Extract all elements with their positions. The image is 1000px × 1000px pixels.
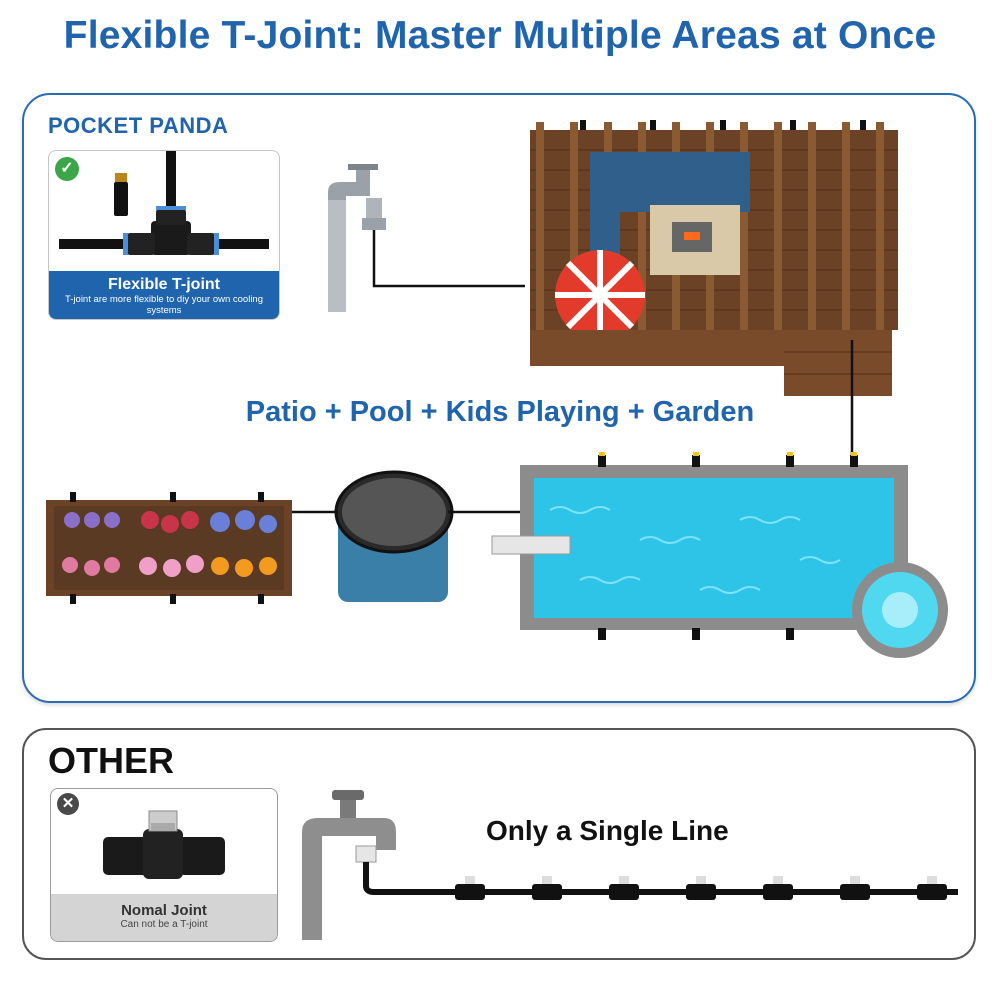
trampoline: [334, 470, 454, 602]
brand-logo: POCKET PANDA: [48, 113, 229, 138]
nozzle-icon: [455, 884, 947, 900]
single-line-label: Only a Single Line: [486, 815, 729, 846]
normal-joint-title: Nomal Joint: [121, 902, 207, 919]
tjoint-description: T-joint are more flexible to diy your ow…: [64, 294, 263, 316]
tjoint-caption: Flexible T-joint T-joint are more flexib…: [49, 271, 279, 319]
other-title: OTHER: [48, 740, 174, 781]
areas-label: Patio + Pool + Kids Playing + Garden: [245, 396, 755, 428]
patio-deck: [530, 122, 898, 396]
headline: Flexible T-Joint: Master Multiple Areas …: [63, 14, 937, 57]
normal-joint-caption: Nomal Joint Can not be a T-joint: [51, 894, 277, 941]
garden-bed: [46, 500, 292, 596]
normal-joint-image: [103, 810, 225, 879]
nozzle-icon: [70, 120, 866, 640]
normal-joint-card: ✕ Nomal Joint Can not be a T-joint: [50, 788, 278, 942]
tjoint-card: ✓ Flexible T-joint T-joint are more flex…: [48, 150, 280, 320]
x-icon: ✕: [57, 793, 79, 815]
normal-joint-desc: Can not be a T-joint: [120, 919, 208, 930]
pool: [491, 465, 948, 658]
tjoint-title: Flexible T-joint: [107, 276, 220, 293]
check-icon: ✓: [55, 157, 79, 181]
faucet-icon: [302, 790, 396, 940]
faucet-icon: [328, 164, 386, 312]
tjoint-image: [59, 151, 269, 255]
